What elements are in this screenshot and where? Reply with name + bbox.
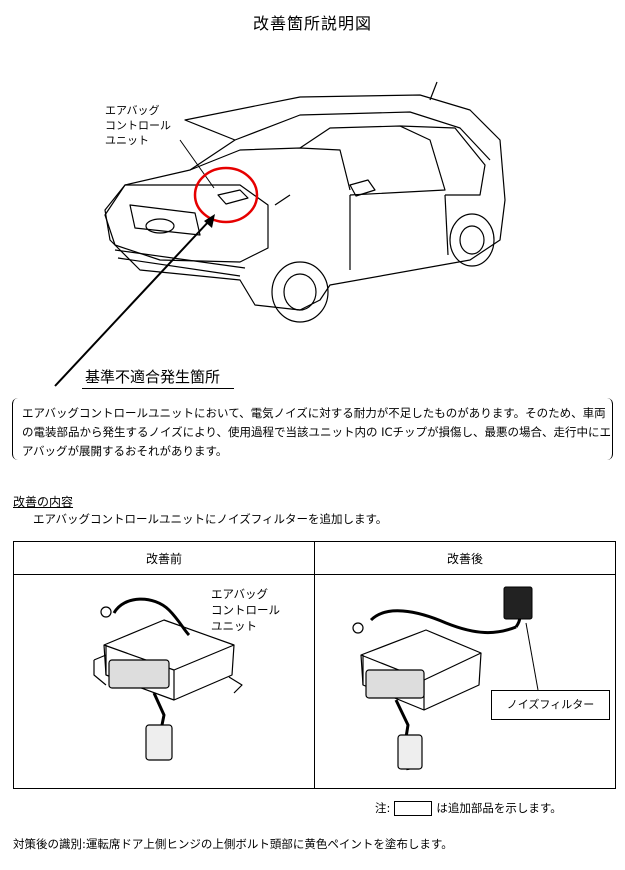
highlight-circle bbox=[193, 166, 259, 224]
improvement-heading: 改善の内容 bbox=[13, 495, 74, 509]
improvement-text: エアバッグコントロールユニットにノイズフィルターを追加します。 bbox=[33, 512, 388, 526]
note-prefix: 注: bbox=[375, 801, 391, 815]
site-label-underline bbox=[82, 388, 234, 389]
description-bracket-right bbox=[606, 398, 613, 460]
after-unit-drawing bbox=[352, 586, 539, 771]
legend-note: 注: は追加部品を示します。 bbox=[375, 800, 562, 816]
nonconformity-site-label: 基準不適合発生箇所 bbox=[85, 368, 221, 386]
page-title: 改善箇所説明図 bbox=[252, 14, 372, 33]
description-bracket-left bbox=[12, 398, 19, 460]
comparison-table: 改善前 改善後 bbox=[13, 541, 616, 789]
noise-filter-callout: ノイズフィルター bbox=[491, 690, 610, 720]
suv-illustration bbox=[54, 81, 506, 387]
after-header: 改善後 bbox=[314, 541, 616, 575]
before-header: 改善前 bbox=[13, 541, 315, 575]
before-unit-callout: エアバッグ コントロール ユニット bbox=[211, 587, 280, 633]
airbag-unit-callout: エアバッグ コントロール ユニット bbox=[105, 104, 171, 147]
note-suffix: は追加部品を示します。 bbox=[436, 801, 562, 815]
before-unit-drawing bbox=[93, 597, 243, 761]
note-legend-box bbox=[394, 800, 433, 816]
defect-description: エアバッグコントロールユニットにおいて、電気ノイズに対する耐力が不足したものがあ… bbox=[22, 406, 612, 458]
post-fix-identification: 対策後の識別:運転席ドア上側ヒンジの上側ボルト頭部に黄色ペイントを塗布します。 bbox=[13, 837, 453, 851]
after-cell bbox=[314, 574, 616, 789]
